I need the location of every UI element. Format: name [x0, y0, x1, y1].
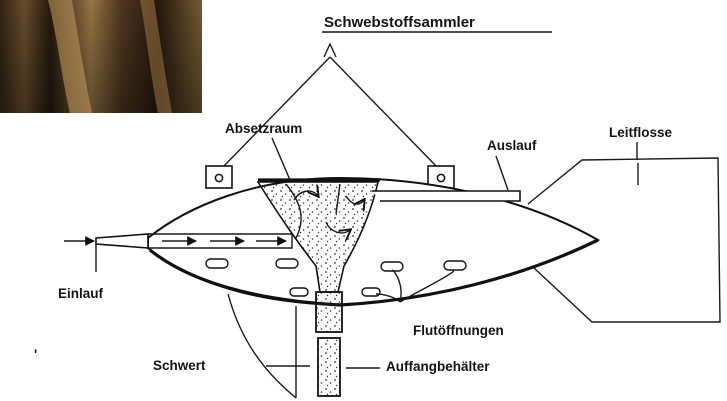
sediment-photo	[0, 0, 202, 113]
mounting-lug-left	[206, 166, 232, 188]
auffangbehaelter-container	[316, 292, 342, 396]
schwert-keel	[228, 294, 296, 398]
label-flutoeffnungen: Flutöffnungen	[413, 323, 504, 338]
label-auslauf: Auslauf	[487, 138, 537, 153]
label-auffangbehaelter: Auffangbehälter	[386, 359, 490, 374]
diagram-title: Schwebstoffsammler	[324, 14, 475, 31]
label-schwert: Schwert	[153, 358, 206, 373]
label-absetzraum: Absetzraum	[225, 121, 302, 136]
suspension	[222, 44, 438, 168]
label-einlauf: Einlauf	[58, 286, 104, 301]
label-leitflosse: Leitflosse	[609, 125, 673, 140]
small-mark: '	[34, 347, 37, 362]
